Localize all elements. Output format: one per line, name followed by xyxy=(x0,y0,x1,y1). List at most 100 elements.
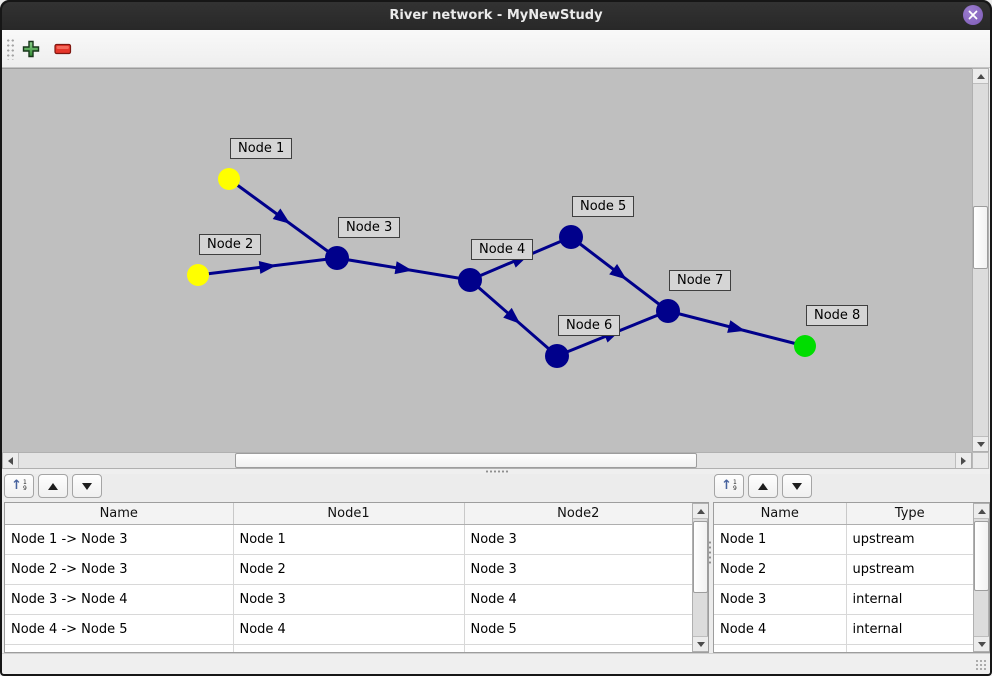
scroll-up-button[interactable] xyxy=(974,504,989,519)
reach-scroll-thumb[interactable] xyxy=(693,521,708,593)
reach-move-down-button[interactable] xyxy=(72,474,102,498)
canvas-horizontal-scrollbar[interactable] xyxy=(2,452,972,469)
reach-cell xyxy=(464,644,692,652)
reach-cell[interactable]: Node 4 xyxy=(233,614,465,645)
node-cell[interactable]: Node 3 xyxy=(714,584,847,615)
add-node-button[interactable] xyxy=(18,36,44,62)
reach-col-header[interactable]: Name xyxy=(5,503,234,525)
node-cell[interactable]: Node 4 xyxy=(714,614,847,645)
node-label-node-6[interactable]: Node 6 xyxy=(558,315,621,336)
reach-cell[interactable]: Node 1 -> Node 3 xyxy=(5,524,234,555)
resize-grip[interactable] xyxy=(975,659,987,671)
river-canvas[interactable]: Node 1 Node 2 Node 3 Node 4 Node 5 Node 6 Node… xyxy=(2,68,972,452)
scroll-down-button[interactable] xyxy=(973,436,988,451)
reach-cell[interactable]: Node 2 xyxy=(233,554,465,585)
reach-cell[interactable]: Node 4 xyxy=(464,584,692,615)
node-cell[interactable]: Node 1 xyxy=(714,524,847,555)
horizontal-splitter[interactable] xyxy=(0,469,992,474)
sort-numeric-icon: ↑ xyxy=(11,478,23,493)
toolbar-grip-handle[interactable] xyxy=(6,38,15,60)
node-label-node-4[interactable]: Node 4 xyxy=(471,239,534,260)
node-table-scrollbar[interactable] xyxy=(973,503,989,652)
reach-cell[interactable]: Node 3 -> Node 4 xyxy=(5,584,234,615)
node-cell[interactable]: upstream xyxy=(846,554,973,585)
reach-cell[interactable]: Node 1 xyxy=(233,524,465,555)
node-col-header[interactable]: Name xyxy=(714,503,847,525)
canvas-vertical-scrollbar[interactable] xyxy=(972,68,989,452)
reach-cell[interactable]: Node 3 xyxy=(464,524,692,555)
node-scroll-thumb[interactable] xyxy=(974,521,989,591)
node-label-node-5[interactable]: Node 5 xyxy=(572,196,635,217)
reach-col-header[interactable]: Node2 xyxy=(464,503,692,525)
canvas-hscroll-thumb[interactable] xyxy=(235,453,697,468)
node-cell[interactable]: upstream xyxy=(846,524,973,555)
node-label-node-7[interactable]: Node 7 xyxy=(669,270,732,291)
graph-node-5[interactable] xyxy=(559,225,583,249)
remove-node-button[interactable] xyxy=(50,36,76,62)
down-arrow-icon xyxy=(977,641,986,647)
node-label-node-3[interactable]: Node 3 xyxy=(338,217,401,238)
river-graph-svg[interactable] xyxy=(2,68,972,452)
canvas-vscroll-thumb[interactable] xyxy=(973,206,988,269)
node-row xyxy=(714,644,973,652)
scroll-down-button[interactable] xyxy=(974,636,989,651)
reach-cell[interactable]: Node 2 -> Node 3 xyxy=(5,554,234,585)
scroll-left-button[interactable] xyxy=(3,453,19,468)
graph-node-6[interactable] xyxy=(545,344,569,368)
close-icon xyxy=(968,10,978,20)
node-col-header[interactable]: Type xyxy=(846,503,973,525)
node-move-up-button[interactable] xyxy=(748,474,778,498)
node-cell[interactable]: Node 2 xyxy=(714,554,847,585)
reach-cell[interactable]: Node 3 xyxy=(464,554,692,585)
down-arrow-icon xyxy=(792,482,802,490)
reach-move-up-button[interactable] xyxy=(38,474,68,498)
graph-node-7[interactable] xyxy=(656,299,680,323)
scroll-up-button[interactable] xyxy=(693,504,708,519)
node-move-down-button[interactable] xyxy=(782,474,812,498)
scroll-down-button[interactable] xyxy=(693,636,708,651)
node-label-node-1[interactable]: Node 1 xyxy=(230,138,293,159)
graph-node-4[interactable] xyxy=(458,268,482,292)
title-bar[interactable]: River network - MyNewStudy xyxy=(0,0,992,30)
node-label-node-8[interactable]: Node 8 xyxy=(806,305,869,326)
reach-cell[interactable]: Node 3 xyxy=(233,584,465,615)
reach-table-scrollbar[interactable] xyxy=(692,503,708,652)
scroll-right-button[interactable] xyxy=(955,453,971,468)
reach-cell[interactable]: Node 4 -> Node 5 xyxy=(5,614,234,645)
graph-node-8[interactable] xyxy=(794,335,816,357)
window-title: River network - MyNewStudy xyxy=(389,7,603,23)
left-arrow-icon xyxy=(8,456,13,465)
reach-col-header[interactable]: Node1 xyxy=(233,503,465,525)
main-toolbar xyxy=(0,30,992,68)
node-cell[interactable]: internal xyxy=(846,584,973,615)
scroll-up-button[interactable] xyxy=(973,69,988,84)
reach-cell[interactable]: Node 5 xyxy=(464,614,692,645)
graph-node-1[interactable] xyxy=(218,168,240,190)
down-arrow-icon xyxy=(976,441,985,447)
right-arrow-icon xyxy=(961,456,966,465)
vertical-splitter[interactable] xyxy=(708,540,712,566)
graph-node-2[interactable] xyxy=(187,264,209,286)
node-label-node-2[interactable]: Node 2 xyxy=(199,234,262,255)
node-cell[interactable]: internal xyxy=(846,614,973,645)
close-button[interactable] xyxy=(963,5,983,25)
graph-node-3[interactable] xyxy=(325,246,349,270)
node-cell xyxy=(714,644,847,652)
up-arrow-icon xyxy=(758,482,768,490)
